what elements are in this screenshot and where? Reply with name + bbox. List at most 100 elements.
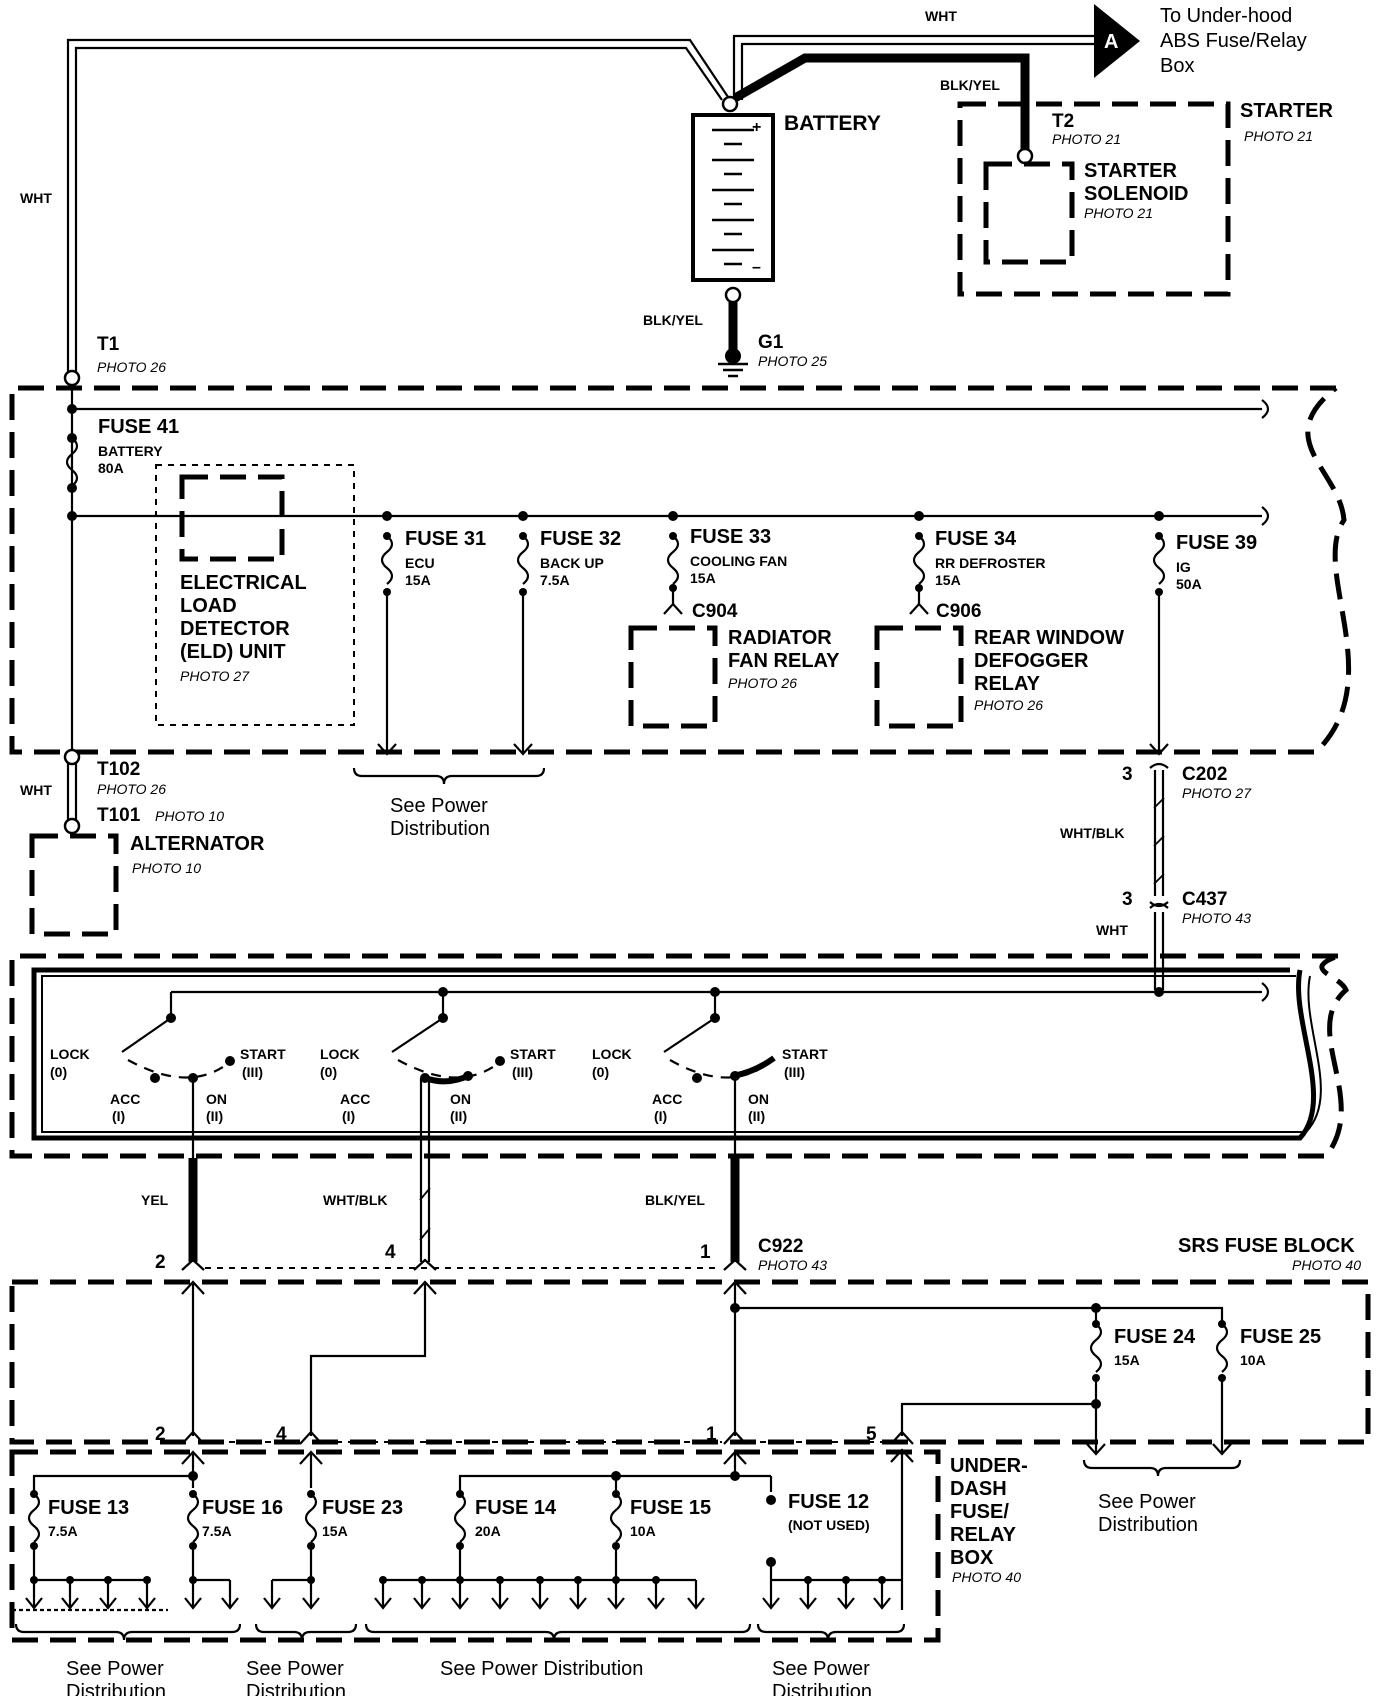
svg-text:IG: IG [1176,559,1191,575]
start-position-label: START [240,1046,286,1062]
c904-label: C904 [692,601,738,622]
ignition-switch-body [31,967,1317,1141]
start-position-label: START [782,1046,828,1062]
see-power-distribution-text: See Power [66,1658,164,1680]
fuse-31-symbol [380,535,394,585]
wire-color-label: WHT/BLK [1060,825,1125,841]
svg-text:2: 2 [155,1424,166,1445]
fuse-24-name: FUSE 24 [1114,1326,1196,1348]
svg-text:(0): (0) [592,1064,609,1080]
svg-text:BOX: BOX [950,1547,994,1569]
starter-solenoid-label: STARTER [1084,160,1178,182]
see-power-distribution-text: See Power [1098,1491,1196,1513]
svg-text:10A: 10A [1240,1352,1266,1368]
lock-position-label: LOCK [592,1046,632,1062]
wire-color-label: WHT/BLK [323,1192,388,1208]
power-distribution-brace [364,1623,752,1641]
alternator-label: ALTERNATOR [130,833,265,855]
svg-text:Distribution: Distribution [1098,1514,1198,1536]
fuse-33-symbol [666,535,680,585]
svg-text:(III): (III) [784,1064,805,1080]
fuse-14-symbol [453,1493,467,1543]
svg-text:50A: 50A [1176,576,1202,592]
on-position-label: ON [748,1091,769,1107]
svg-text:BACK UP: BACK UP [540,555,604,571]
ignition-switch-housing [9,953,1349,1159]
fuse-23-name: FUSE 23 [322,1497,403,1519]
fuse-15-symbol [609,1493,623,1543]
svg-text:Distribution: Distribution [772,1681,872,1696]
svg-text:LOAD: LOAD [180,595,237,617]
svg-text:PHOTO 26: PHOTO 26 [97,359,166,375]
battery-negative-terminal [724,286,742,304]
svg-text:15A: 15A [935,572,961,588]
fuse-12-loads [762,1576,902,1610]
svg-text:PHOTO 10: PHOTO 10 [132,860,201,876]
svg-text:(I): (I) [654,1108,667,1124]
eld-box [155,464,355,726]
t101-terminal [63,817,81,835]
svg-text:(0): (0) [320,1064,337,1080]
rear-window-defogger-relay-box [874,625,964,729]
wht-blk-wire-c202-c437 [1153,770,1165,896]
fuse-24-symbol [1089,1323,1103,1373]
wire-color-label: WHT [20,782,52,798]
svg-text:20A: 20A [475,1523,501,1539]
svg-text:PHOTO 27: PHOTO 27 [1182,785,1252,801]
under-hood-fuse-box [9,385,1352,755]
fuse-32-symbol [516,535,530,585]
t102-terminal [63,748,81,766]
fuse-34-name: FUSE 34 [935,528,1017,550]
svg-text:(II): (II) [206,1108,223,1124]
connector-a-text: To Under-hood [1160,5,1292,27]
svg-text:7.5A: 7.5A [202,1523,232,1539]
c906-label: C906 [936,601,981,622]
see-power-distribution-text: See Power [246,1658,344,1680]
ground-junction [725,348,741,364]
c904-connector [663,602,683,615]
svg-text:15A: 15A [405,572,431,588]
fuse-16-symbol [186,1493,200,1543]
c202-connector [1149,762,1169,769]
svg-text:PHOTO 40: PHOTO 40 [1292,1257,1361,1273]
start-position-label: START [510,1046,556,1062]
svg-text:FAN RELAY: FAN RELAY [728,650,840,672]
svg-text:Distribution: Distribution [66,1681,166,1696]
c922-pin-4 [413,1258,437,1271]
srs-fuse-block-box [9,1279,1371,1445]
t101-label: T101 [97,805,141,826]
svg-text:ECU: ECU [405,555,435,571]
t1-label: T1 [97,334,120,355]
c906-connector [909,602,929,615]
fuse-12-symbol [766,1495,776,1505]
power-distribution-brace [14,1623,242,1641]
svg-text:(0): (0) [50,1064,67,1080]
fuse-34-symbol [912,535,926,585]
eld-label: ELECTRICAL [180,572,307,594]
svg-text:(ELD) UNIT: (ELD) UNIT [180,641,286,663]
ignition-switch-2 [391,1013,505,1085]
on-position-label: ON [450,1091,471,1107]
svg-text:4: 4 [385,1242,396,1263]
c922-label: C922 [758,1236,803,1257]
wht-wire-c437-to-switch [1153,912,1165,990]
c922-pin-1 [723,1258,747,1271]
svg-text:5: 5 [866,1424,877,1445]
c437-pin: 3 [1122,889,1133,910]
svg-text:ABS Fuse/Relay: ABS Fuse/Relay [1160,30,1307,52]
svg-text:PHOTO 21: PHOTO 21 [1244,128,1313,144]
svg-text:PHOTO 43: PHOTO 43 [1182,910,1251,926]
svg-text:PHOTO 26: PHOTO 26 [974,697,1043,713]
c202-label: C202 [1182,764,1227,785]
svg-text:DETECTOR: DETECTOR [180,618,290,640]
ignition-switch-3 [663,1013,776,1083]
wht-wire-to-abs-box [732,34,1094,100]
battery-label: BATTERY [784,112,881,135]
svg-text:(III): (III) [242,1064,263,1080]
svg-text:Box: Box [1160,55,1194,77]
svg-text:PHOTO 40: PHOTO 40 [952,1569,1021,1585]
fuse-39-symbol [1152,535,1166,585]
lock-position-label: LOCK [50,1046,90,1062]
wire-color-label: YEL [141,1192,169,1208]
